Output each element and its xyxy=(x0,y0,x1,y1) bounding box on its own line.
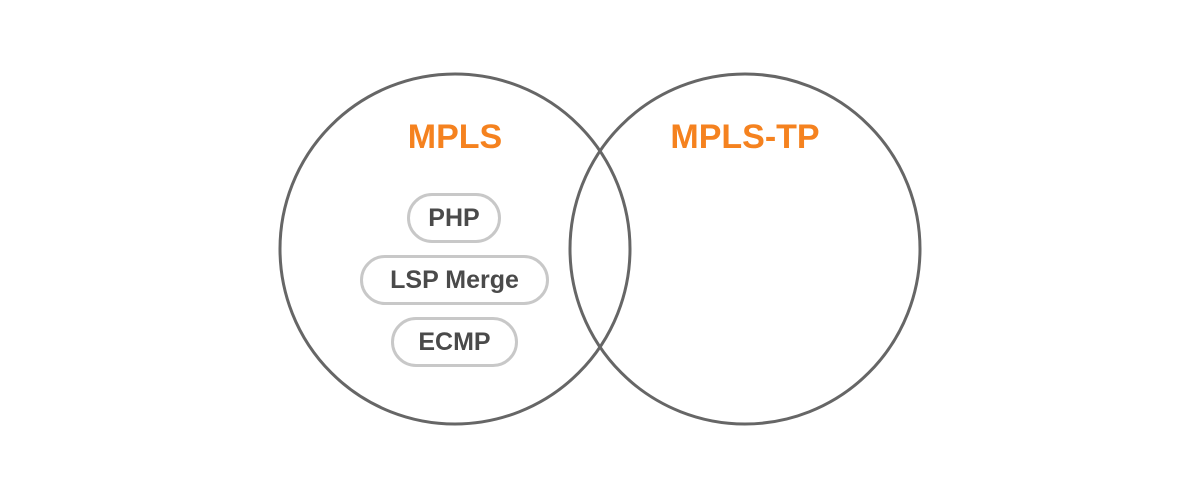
mpls-tp-circle xyxy=(568,72,922,426)
mpls-circle xyxy=(278,72,632,426)
feature-pill-lsp-merge: LSP Merge xyxy=(360,255,549,305)
feature-pill-ecmp: ECMP xyxy=(391,317,518,367)
feature-pill-php: PHP xyxy=(407,193,501,243)
mpls-set-label: MPLS xyxy=(407,118,503,156)
mpls-tp-set-label: MPLS-TP xyxy=(670,118,820,156)
